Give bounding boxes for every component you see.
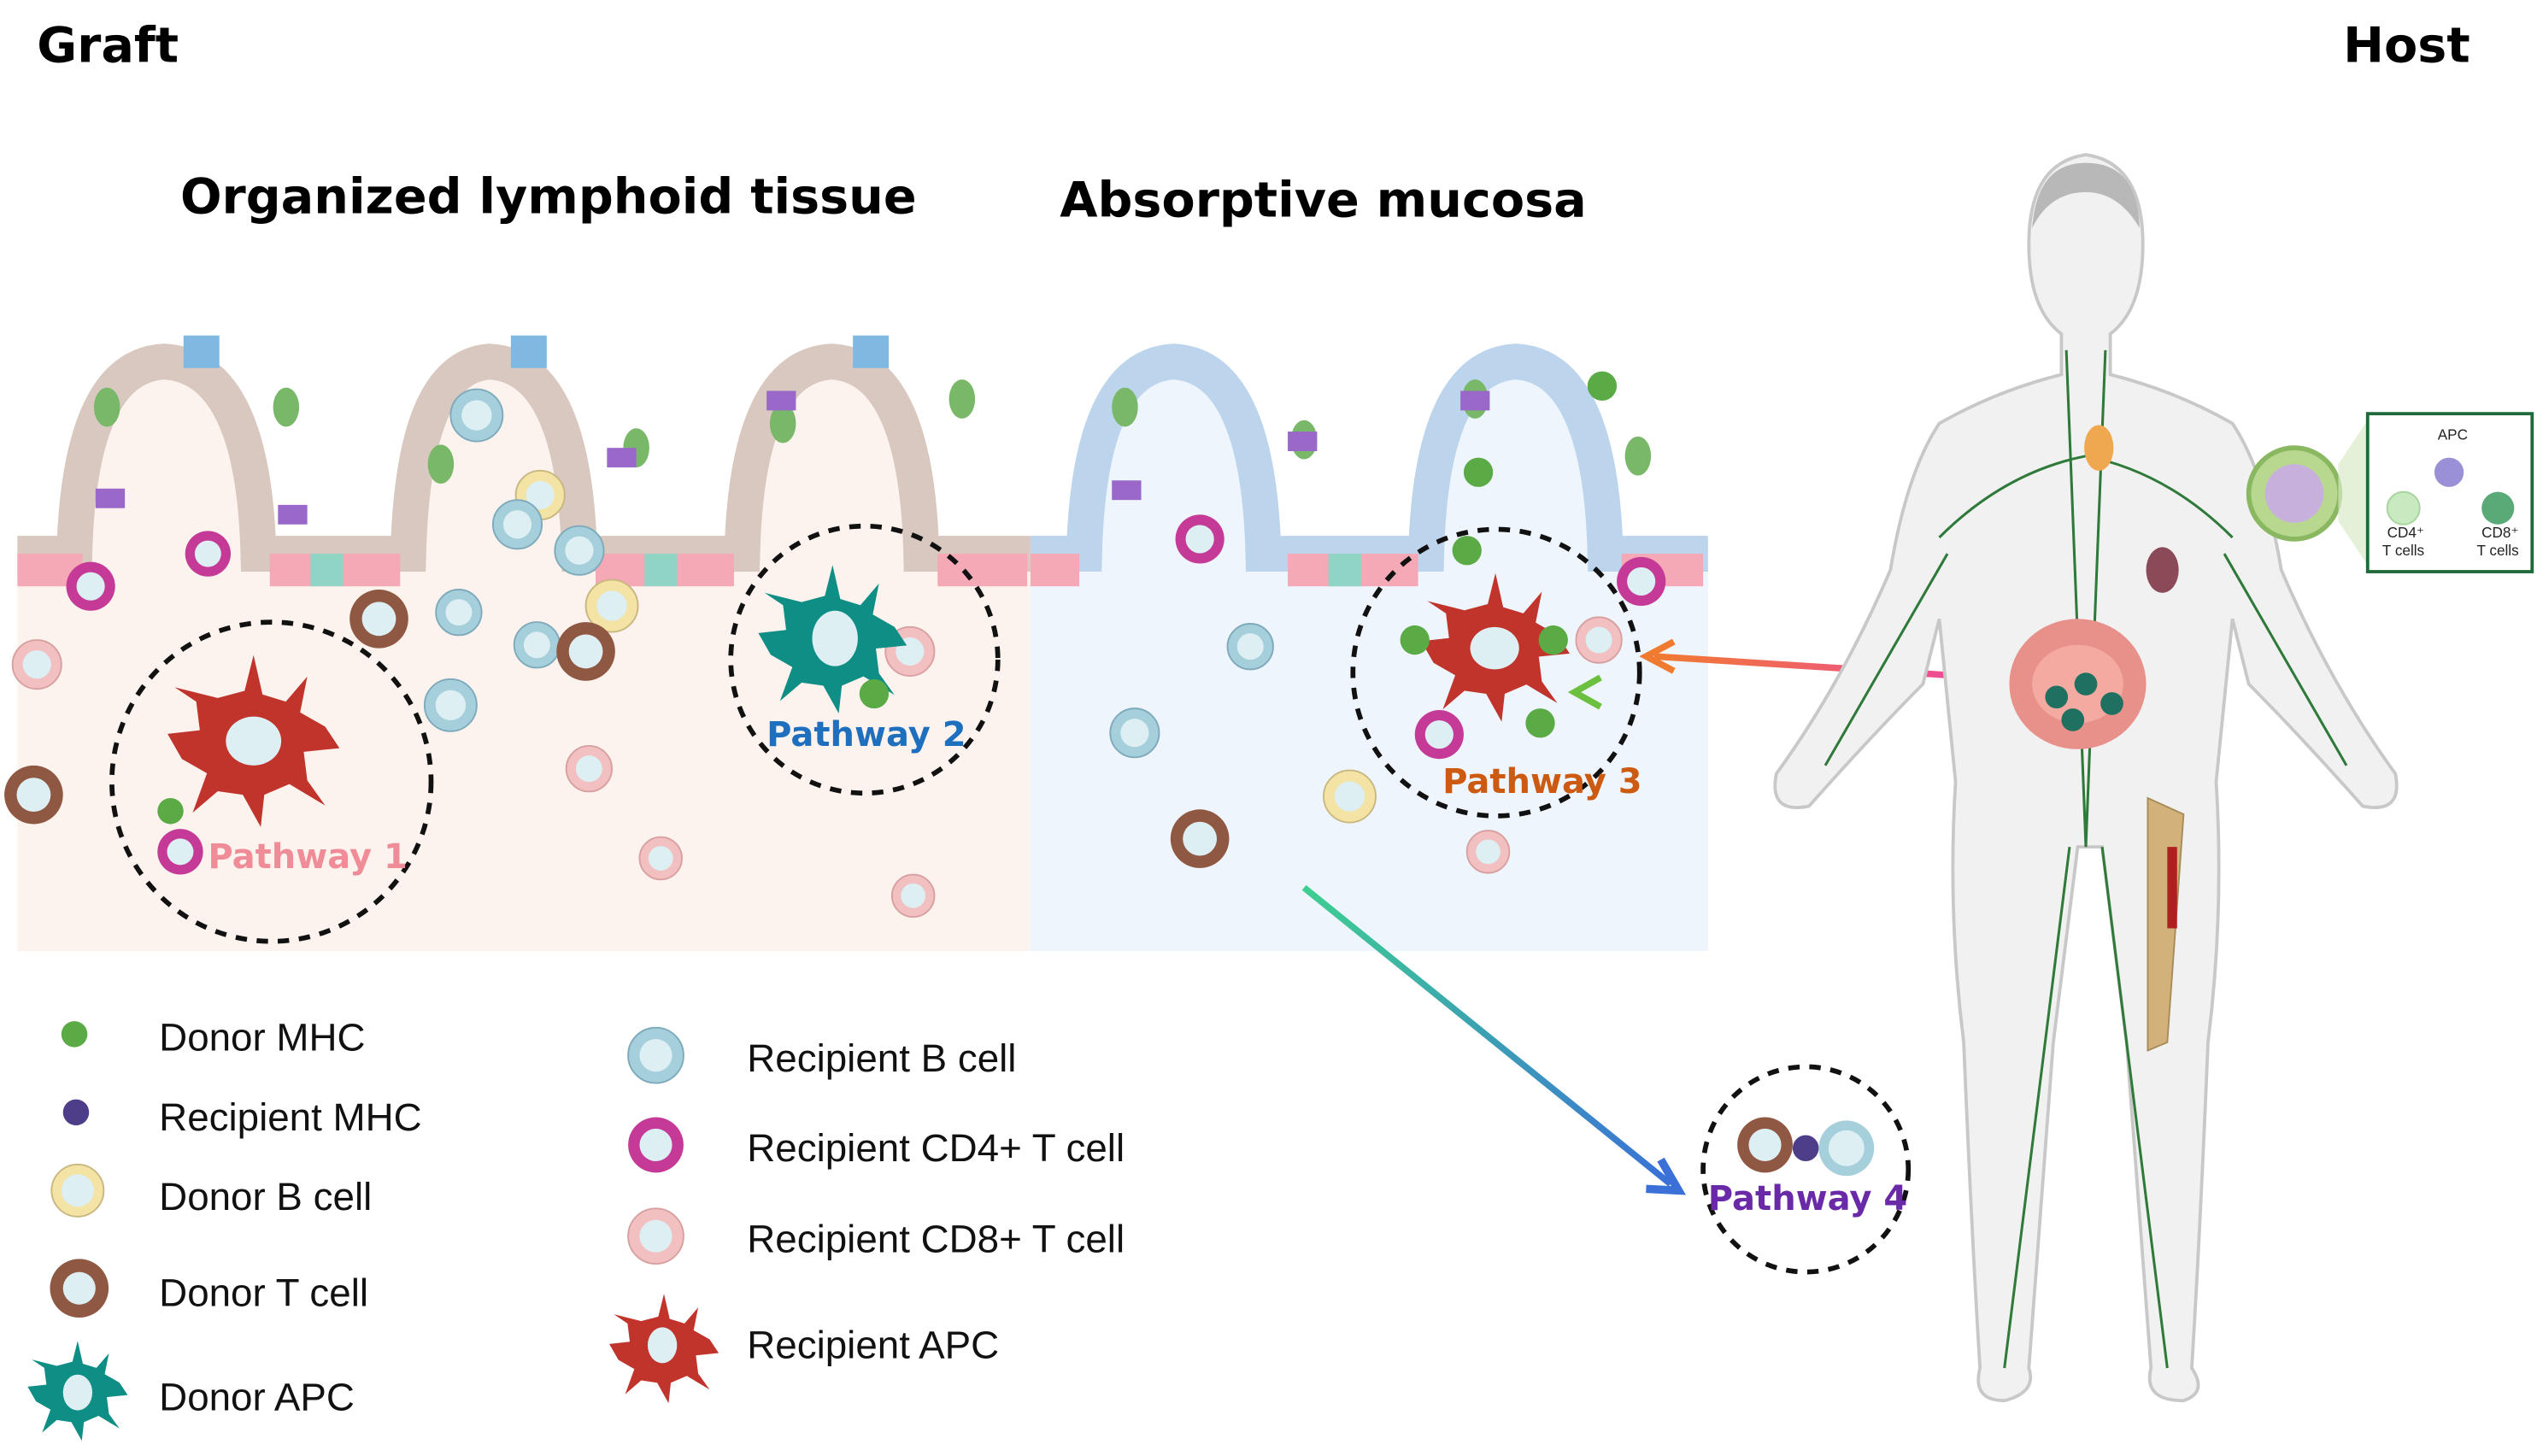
absorptive-mucosa-title: Absorptive mucosa [1060,173,1587,229]
nucleus [1334,781,1365,812]
nucleus [568,634,603,669]
inset-tcells-label: T cells [2382,542,2424,559]
nucleus [167,838,194,866]
inset-cd4-icon [2386,490,2421,525]
lymph-node-inset: APC CD4⁺ T cells CD8⁺ T cells [2246,412,2534,573]
nucleus [565,536,594,565]
nucleus [361,602,396,637]
nucleus [435,690,467,721]
nucleus [596,590,627,621]
legend: Donor MHC Recipient MHC Donor B cell Don… [27,1015,1125,1441]
pathway-1-circle [109,619,434,944]
nucleus [523,631,550,659]
nucleus [575,755,602,783]
donor-mhc-icon [859,678,890,709]
host-header: Host [2343,17,2470,73]
donor-mhc-icon [157,797,184,825]
tuft-cell [853,335,890,368]
nucleus [16,778,51,813]
pathway-1-group: Pathway 1 [109,619,434,944]
thymus [2084,425,2114,471]
nucleus [22,650,51,679]
nucleus [76,572,105,601]
nucleus [502,510,532,539]
crypt-cells [17,335,1704,587]
nucleus [1236,633,1264,660]
pathway-1-label: Pathway 1 [208,837,407,877]
human-body-illustration [1773,153,2399,1403]
arrowhead-icon [1646,1157,1687,1195]
nucleus [194,540,221,567]
pathway-4-circle [1700,1064,1912,1275]
inset-cd4-label: CD4⁺ [2387,524,2424,541]
nucleus [526,480,555,510]
pathway-4-group: Pathway 4 [1700,1064,1912,1275]
spleen [2146,547,2179,593]
nucleus [901,883,926,908]
legend-label: Donor APC [159,1376,355,1419]
nucleus [1185,525,1214,554]
lymphatic-vessels [1824,349,2348,1369]
pathway-3-group: Pathway 3 [1350,371,1642,819]
nucleus [461,400,492,431]
inset-cd8-label: CD8⁺ [2481,524,2518,541]
nucleus [445,599,473,626]
legend-label: Recipient CD8+ T cell [747,1218,1125,1261]
nucleus [1476,839,1501,865]
inset-apc-label: APC [2438,426,2468,443]
arrowhead-icon [1639,638,1676,674]
nucleus [648,846,673,871]
pathway-4-label: Pathway 4 [1708,1179,1907,1218]
legend-label: Recipient MHC [159,1095,422,1139]
pathway-2-label: Pathway 2 [766,715,966,754]
pathway-3-label: Pathway 3 [1442,762,1641,801]
graft-header: Graft [37,17,179,73]
graft-to-host-arrow [1301,884,1673,1187]
arrowhead-icon [1567,674,1602,710]
nucleus [1183,821,1218,856]
recipient-mhc-icon [62,1099,90,1126]
nucleus [1585,626,1612,654]
inset-tcells-label: T cells [2476,542,2518,559]
legend-label: Recipient B cell [747,1036,1016,1080]
pathway-2-group: Pathway 2 [728,523,1001,796]
nucleus [1424,720,1454,749]
tuft-cell [183,335,220,368]
lymphoid-tissue-title: Organized lymphoid tissue [180,169,917,226]
recipient-mhc-icon [1792,1135,1819,1162]
nucleus [1627,567,1656,596]
tuft-cell [510,335,547,368]
pathway-2-circle [728,523,1001,796]
inset-cd8-icon [2481,491,2515,525]
pathway-3-circle [1350,526,1642,819]
donor-mhc-icon [61,1021,88,1048]
legend-label: Recipient APC [747,1324,999,1367]
legend-label: Donor T cell [159,1271,368,1315]
legend-label: Donor B cell [159,1175,372,1218]
scattered-cells [4,388,1666,919]
inset-apc-icon [2434,457,2464,487]
nucleus [1120,719,1149,748]
legend-label: Donor MHC [159,1015,365,1059]
legend-label: Recipient CD4+ T cell [747,1126,1125,1170]
